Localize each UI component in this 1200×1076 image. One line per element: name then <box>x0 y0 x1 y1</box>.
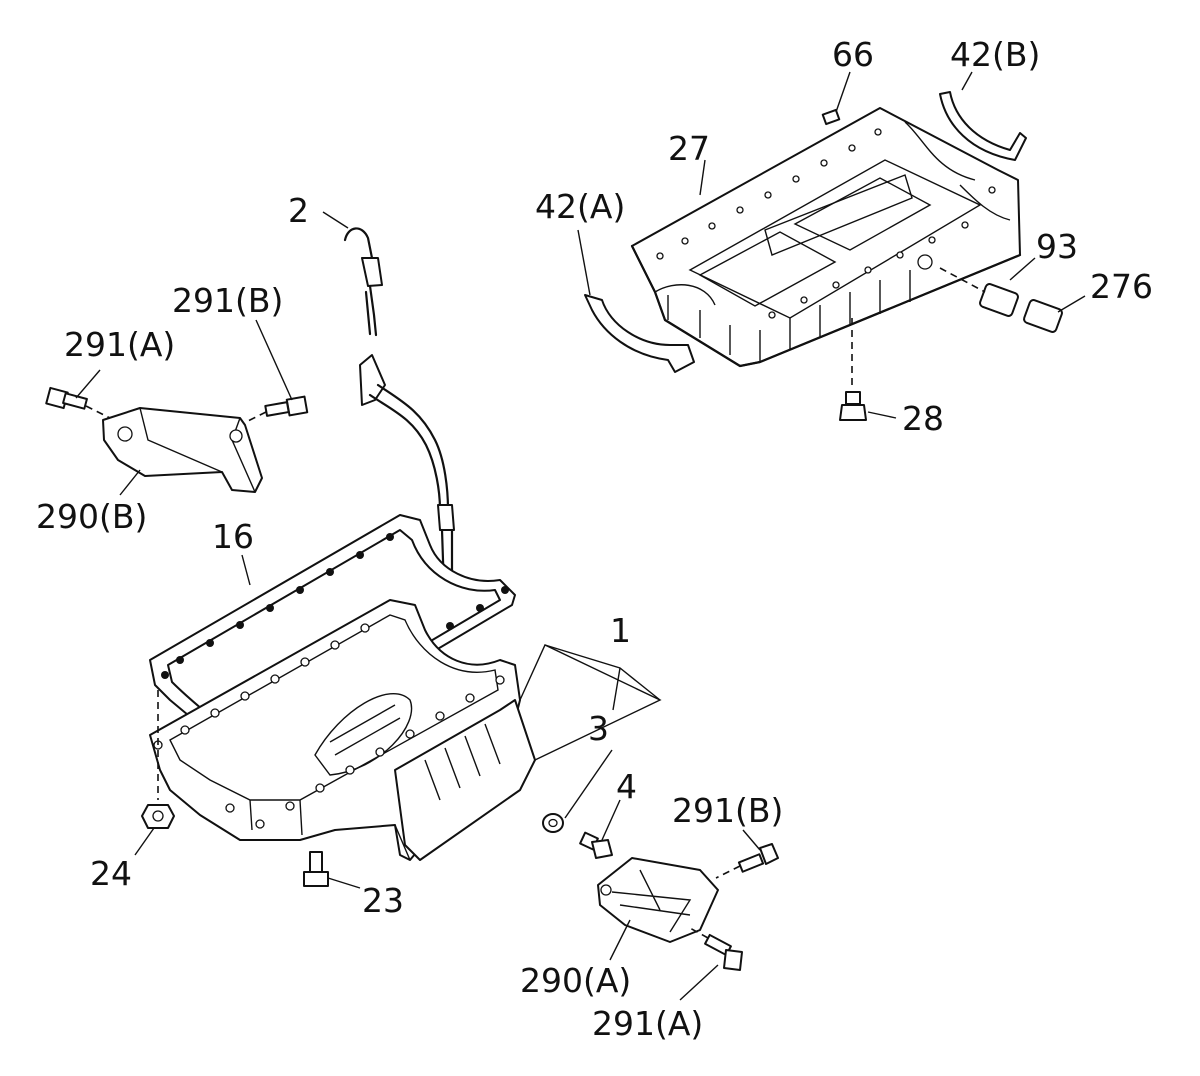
leader-lines <box>75 71 1086 1001</box>
plug-66[interactable] <box>821 108 841 126</box>
callout-276: 276 <box>1090 267 1153 306</box>
callout-2: 2 <box>288 191 309 230</box>
callout-66: 66 <box>832 35 874 74</box>
dipstick-2[interactable] <box>343 227 455 592</box>
callout-291b-upper: 291(B) <box>172 281 283 320</box>
callout-42b: 42(B) <box>950 35 1040 74</box>
callout-28: 28 <box>902 399 944 438</box>
callout-16: 16 <box>212 517 254 556</box>
callout-291b-lower: 291(B) <box>672 791 783 830</box>
callout-290b: 290(B) <box>36 497 147 536</box>
bolt-291a-lower[interactable] <box>689 927 743 971</box>
callout-4: 4 <box>616 767 637 806</box>
callout-1: 1 <box>610 611 631 650</box>
callout-23: 23 <box>362 881 404 920</box>
washer-3[interactable] <box>542 813 564 833</box>
callout-291a-upper: 291(A) <box>64 325 175 364</box>
cover-276[interactable] <box>1023 299 1063 333</box>
nut-24[interactable] <box>141 690 175 829</box>
assembly-line-93 <box>939 267 986 293</box>
bolt-291a-upper[interactable] <box>45 386 111 419</box>
bolt-291b-upper[interactable] <box>245 395 309 423</box>
callout-290a: 290(A) <box>520 961 631 1000</box>
rear-oil-seal-retainer-42b[interactable] <box>939 91 1027 161</box>
oil-seal-retainer-42a[interactable] <box>584 294 695 373</box>
bracket-290b[interactable] <box>102 407 263 493</box>
callout-24: 24 <box>90 854 132 893</box>
upper-oil-pan-27[interactable] <box>630 107 1022 368</box>
gasket-93[interactable] <box>979 283 1019 317</box>
stud-23[interactable] <box>303 851 329 887</box>
drain-plug-4[interactable] <box>579 831 613 859</box>
callout-93: 93 <box>1036 227 1078 266</box>
callout-27: 27 <box>668 129 710 168</box>
bracket-290a[interactable] <box>597 857 719 943</box>
bolt-28[interactable] <box>839 318 867 421</box>
callout-291a-lower: 291(A) <box>592 1004 703 1043</box>
callout-3: 3 <box>588 709 609 748</box>
bolt-291b-lower[interactable] <box>715 843 779 879</box>
oil-pan-1[interactable] <box>149 599 662 861</box>
callout-42a: 42(A) <box>535 187 625 226</box>
